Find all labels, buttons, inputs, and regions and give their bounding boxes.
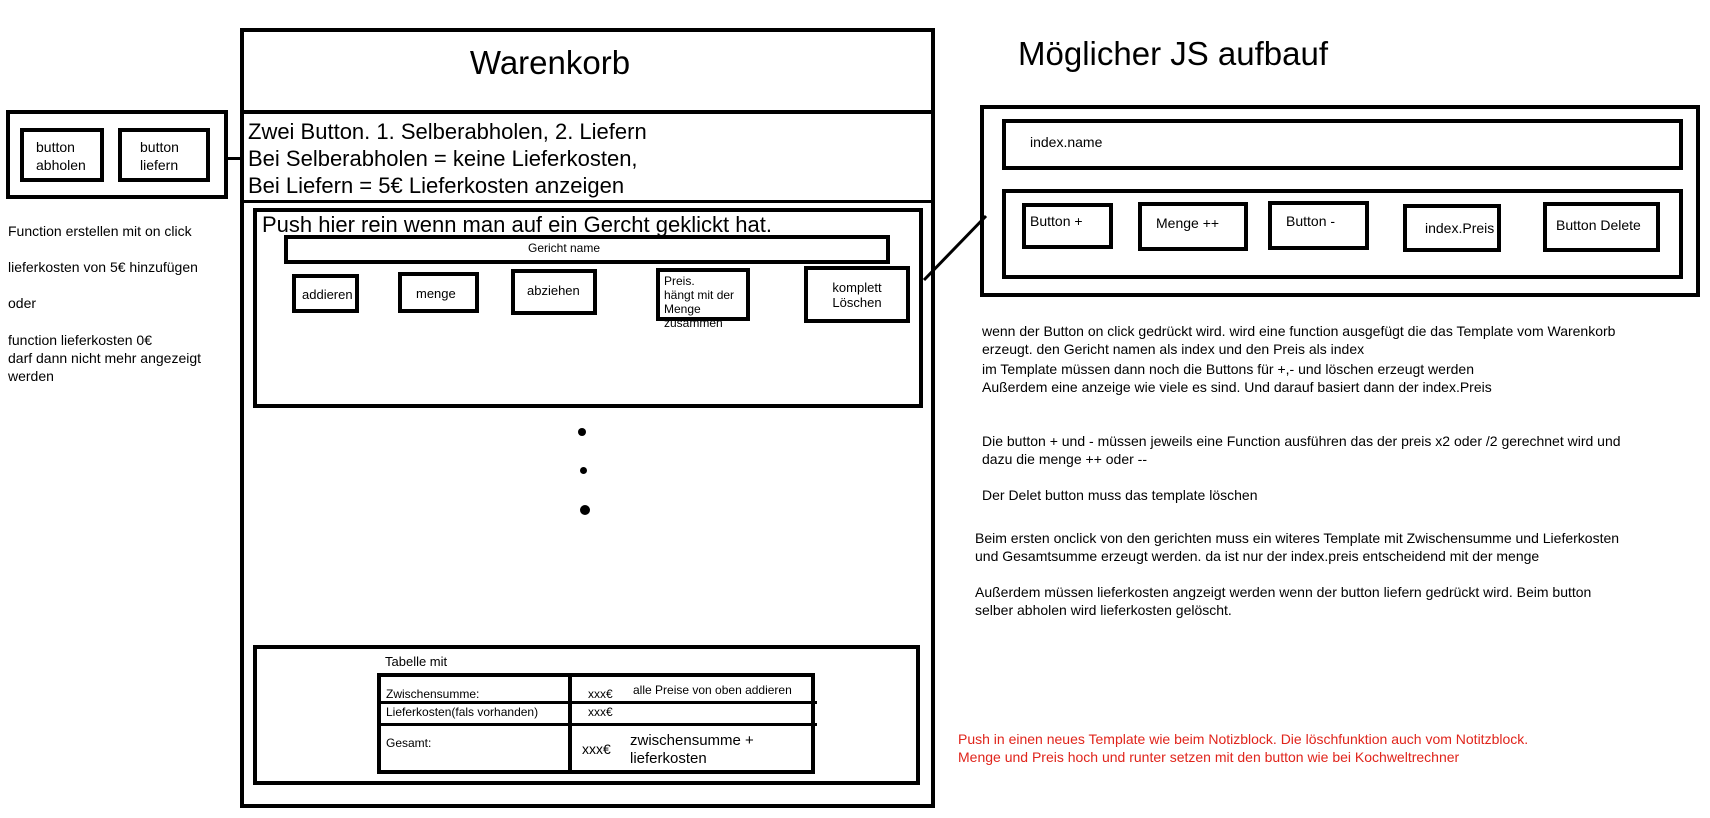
connector-diagonal — [922, 214, 988, 282]
table-row-divider — [377, 723, 817, 726]
table-row-divider — [377, 701, 817, 704]
page-title: Warenkorb — [469, 44, 631, 81]
explanation-delivery-costs: Außerdem müssen lieferkosten angzeigt we… — [975, 584, 1592, 618]
explanation-delete: Der Delet button muss das template lösch… — [982, 487, 1258, 503]
table-row-note: zwischensumme + lieferkosten — [630, 732, 754, 767]
js-structure-title: Möglicher JS aufbauf — [1018, 35, 1329, 72]
js-template-outline — [980, 105, 1700, 297]
continuation-dot — [580, 505, 590, 515]
red-note: Push in einen neues Template wie beim No… — [958, 731, 1529, 765]
table-row-label: Zwischensumme: — [386, 687, 480, 701]
table-row-value: xxx€ — [582, 741, 611, 757]
explanation-plus-minus: Die button + und - müssen jeweils eine F… — [982, 433, 1621, 467]
note-function: Function erstellen mit on click — [8, 223, 192, 239]
index-name-field — [1002, 119, 1683, 170]
pickup-button[interactable]: button abholen — [20, 128, 104, 182]
connector-line — [228, 157, 242, 160]
table-row-value: xxx€ — [588, 687, 613, 701]
dish-name-field — [284, 235, 890, 264]
subtract-button[interactable]: abziehen — [511, 269, 597, 315]
title-divider — [240, 110, 935, 114]
index-price-display: index.Preis — [1403, 204, 1501, 252]
table-row-label: Lieferkosten(fals vorhanden) — [386, 705, 539, 719]
explanation-onclick: wenn der Button on click gedrückt wird. … — [982, 323, 1616, 357]
delivery-button[interactable]: button liefern — [118, 128, 210, 182]
js-buttons-row — [1002, 189, 1683, 279]
dish-name-label: Gericht name — [527, 241, 601, 255]
index-name-label: index.name — [1030, 134, 1103, 150]
continuation-dot — [580, 467, 587, 474]
summary-caption: Tabelle mit — [385, 654, 448, 669]
delete-dish-button[interactable]: komplett Löschen — [804, 266, 910, 323]
table-row-label: Gesamt: — [386, 736, 432, 750]
note-function-zero: function lieferkosten 0€ darf dann nicht… — [8, 332, 202, 384]
explanation-summary-template: Beim ersten onclick von den gerichten mu… — [975, 530, 1620, 564]
delete-button[interactable]: Button Delete — [1543, 202, 1660, 252]
price-display: Preis. hängt mit der Menge zusammen — [656, 268, 750, 330]
cart-frame — [240, 28, 935, 808]
note-oder: oder — [8, 295, 37, 311]
add-button[interactable]: addieren — [292, 274, 359, 313]
note-lieferkosten: lieferkosten von 5€ hinzufügen — [8, 259, 198, 275]
delivery-description: Zwei Button. 1. Selberabholen, 2. Liefer… — [248, 119, 647, 198]
minus-button[interactable]: Button - — [1268, 201, 1369, 250]
table-row-value: xxx€ — [588, 705, 613, 719]
table-row-note: alle Preise von oben addieren — [633, 683, 792, 697]
explanation-template-buttons: im Template müssen dann noch die Buttons… — [982, 361, 1492, 395]
dish-template-heading: Push hier rein wenn man auf ein Gercht g… — [262, 212, 772, 237]
delivery-divider — [240, 200, 935, 203]
continuation-dot — [578, 428, 586, 436]
plus-button[interactable]: Button + — [1022, 203, 1113, 249]
quantity-display: menge — [398, 272, 479, 313]
summary-template — [253, 645, 920, 785]
quantity-increment-display: Menge ++ — [1138, 202, 1248, 251]
